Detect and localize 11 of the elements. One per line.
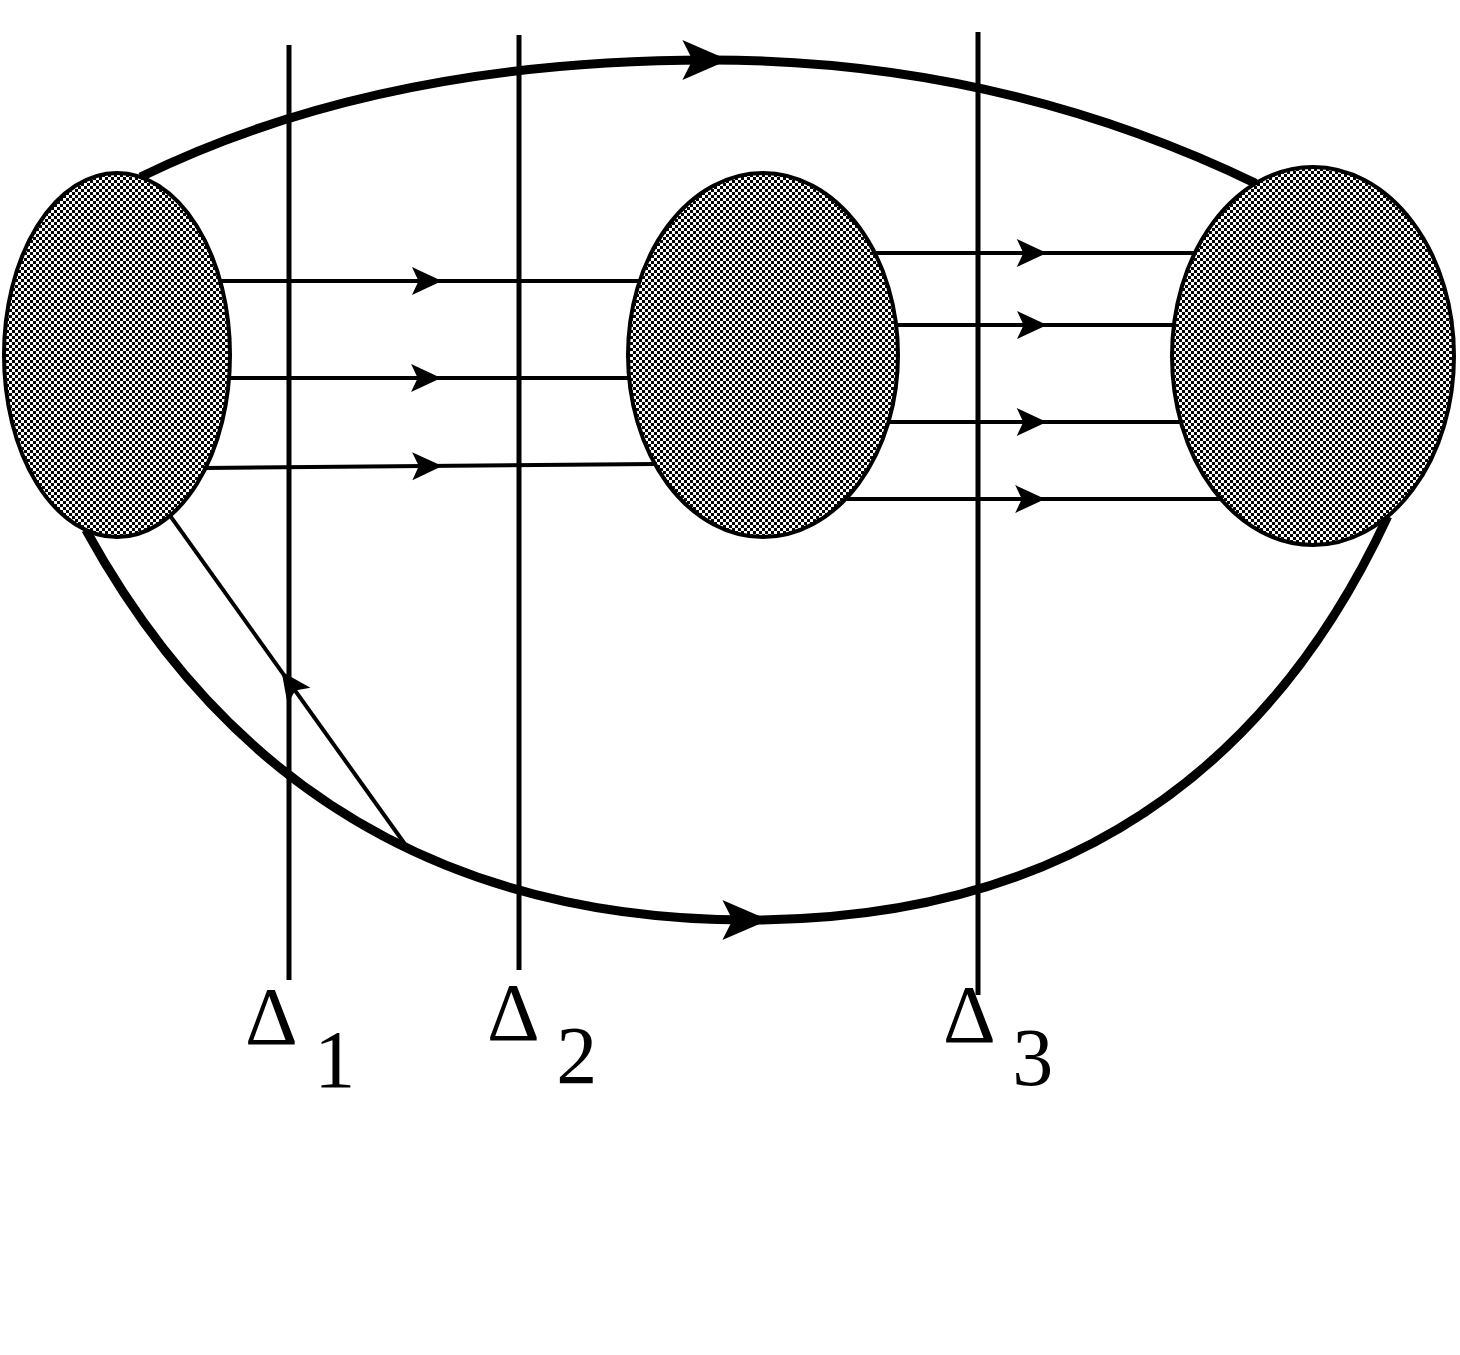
arrow [205,452,655,481]
arrow [896,311,1174,339]
shaded-ellipse [626,171,900,539]
arrow [888,408,1181,436]
arrow [82,514,1392,940]
arrow [874,239,1195,267]
shaded-ellipse [1170,165,1456,547]
arrow [138,40,1258,188]
shaded-ellipse [2,171,232,539]
arrow [845,485,1221,513]
arrow [220,267,640,295]
